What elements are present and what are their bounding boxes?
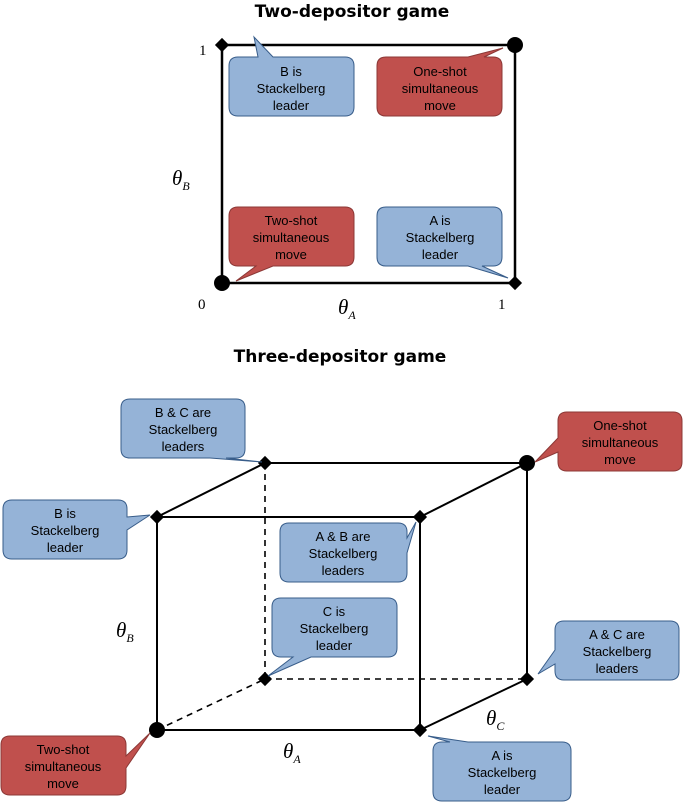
- two-game-corner-dot-top-right: [507, 37, 523, 53]
- cube-vertex-diamond-back-top-left: [257, 455, 273, 471]
- cube-bottom-right-edge: [419, 678, 528, 731]
- cube-vertex-diamond-front-bottom-right: [412, 722, 428, 738]
- two-game-square: [220, 43, 517, 285]
- cube-vertex-diamond-front-top-right: [412, 509, 428, 525]
- two-game-tick-y-end: 1: [199, 43, 207, 59]
- two-game-tick-x-end: 1: [498, 297, 506, 313]
- cube-vertex-dot-front-bottom-left: [149, 722, 165, 738]
- two-game-axis-x-label: θA: [338, 295, 356, 322]
- cube-hidden-depth-edge: [156, 678, 266, 731]
- three-game-title: Three-depositor game: [234, 347, 447, 367]
- three-game-axis-c-label: θC: [486, 706, 505, 733]
- two-game-corner-diamond-top-left: [214, 37, 230, 53]
- cube-front-face: [156, 516, 421, 731]
- two-game-corner-diamond-bottom-right: [507, 275, 523, 291]
- cube-vertex-diamond-back-bottom-right: [519, 671, 535, 687]
- cube-vertex-dot-back-top-right: [519, 455, 535, 471]
- three-game-axis-a-label: θA: [283, 739, 301, 766]
- cube-hidden-edges: [156, 463, 527, 731]
- cube-top-left-edge: [156, 462, 266, 518]
- cube-vertex-diamond-front-top-left: [149, 509, 165, 525]
- two-game-axis-y-label: θB: [172, 166, 190, 193]
- two-game-corner-dot-bottom-left: [214, 275, 230, 291]
- three-game-axis-b-label: θB: [116, 618, 134, 645]
- two-game-tick-origin: 0: [198, 297, 206, 313]
- cube-edges: [156, 462, 528, 731]
- cube-top-right-edge: [419, 462, 528, 518]
- two-game-title: Two-depositor game: [255, 2, 450, 22]
